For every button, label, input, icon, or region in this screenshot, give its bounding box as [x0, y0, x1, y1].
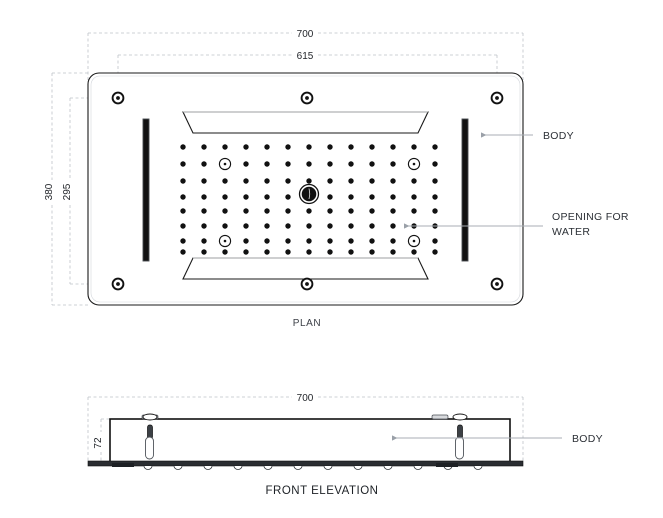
plan-body-inner-offset [90, 75, 521, 303]
elevation-screw-pins [142, 413, 468, 460]
ring-nozzle-top-right-core [412, 162, 416, 166]
dim-plan-height-380: 380 [44, 183, 55, 200]
screw-sleeve-right [455, 436, 464, 460]
callout-label-plan-body: BODY [543, 130, 574, 142]
screw-top-center-core [305, 96, 309, 100]
screw-head-left [142, 413, 158, 421]
screw-bottom-left-core [116, 282, 120, 286]
elevation-body-outline [109, 418, 511, 464]
screw-sleeve-left [145, 436, 154, 460]
plan-view-title: PLAN [293, 318, 322, 329]
ring-nozzle-top-left-core [223, 162, 227, 166]
callout-label-opening-line2: WATER [552, 226, 590, 238]
dim-plan-height-295: 295 [62, 183, 73, 200]
dim-elevation-width-700: 700 [297, 393, 314, 404]
waterfall-outlet-top [182, 111, 429, 134]
dim-plan-width-615: 615 [297, 51, 314, 62]
screw-top-right-core [495, 96, 499, 100]
ring-nozzle-bottom-left-core [223, 239, 227, 243]
side-slot-left-edge [142, 118, 150, 262]
callout-label-opening-line1: OPENING FOR [552, 211, 629, 223]
ring-nozzle-bottom-right-core [412, 239, 416, 243]
ring-nozzle-group [218, 157, 421, 248]
screw-head-right [452, 413, 468, 421]
central-outlet [298, 183, 320, 205]
side-slot-left [142, 118, 150, 262]
elevation-pad-right [436, 463, 458, 467]
screw-bottom-center-core [305, 282, 309, 286]
screw-top-left-core [116, 96, 120, 100]
elevation-pad-left [112, 463, 134, 467]
spray-nozzle-grid [180, 144, 438, 255]
dim-plan-width-700: 700 [297, 29, 314, 40]
elevation-view-title: FRONT ELEVATION [266, 485, 379, 497]
elevation-view-group: 700 72 [87, 393, 603, 497]
side-slot-right [461, 118, 469, 262]
dim-elevation-height-72: 72 [93, 437, 104, 449]
elevation-baseplate [87, 460, 524, 467]
mounting-screw-group [111, 91, 504, 291]
screw-cap-right [431, 414, 449, 420]
elevation-dimension-lines [87, 396, 524, 464]
side-slot-right-edge [461, 118, 469, 262]
callout-label-elevation-body: BODY [572, 433, 603, 445]
screw-bottom-right-core [495, 282, 499, 286]
plan-view-group: 700 615 380 295 [44, 29, 629, 329]
plan-dimension-lines [51, 32, 524, 306]
waterfall-outlet-bottom [182, 257, 429, 280]
elevation-nozzle-bumps [143, 465, 483, 470]
